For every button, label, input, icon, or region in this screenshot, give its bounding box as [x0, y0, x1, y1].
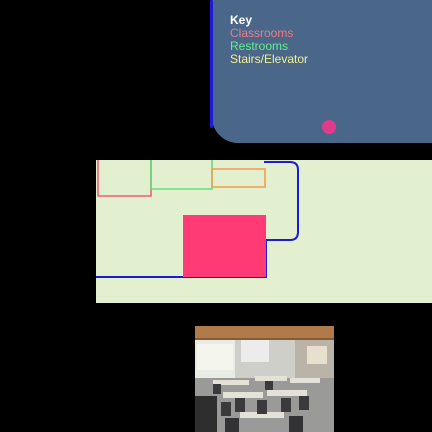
classroom-photo	[195, 326, 334, 432]
key-card-marker	[322, 120, 336, 134]
classroom-area[interactable]	[97, 160, 152, 197]
floor-plan[interactable]	[96, 160, 432, 303]
key-item-classrooms: Classrooms	[230, 26, 294, 40]
key-item-restrooms: Restrooms	[230, 39, 289, 53]
floor-plan-wall	[96, 161, 299, 278]
key-title: Key	[230, 13, 253, 27]
key-item-stairs-elevator: Stairs/Elevator	[230, 52, 309, 66]
highlighted-classroom[interactable]	[183, 215, 266, 277]
restroom-area[interactable]	[150, 160, 213, 190]
map-key: Key Classrooms Restrooms Stairs/Elevator	[210, 0, 432, 143]
key-card-border	[210, 0, 213, 128]
floor-plan-drawing	[96, 160, 299, 278]
stairs-elevator-area[interactable]	[211, 168, 266, 188]
